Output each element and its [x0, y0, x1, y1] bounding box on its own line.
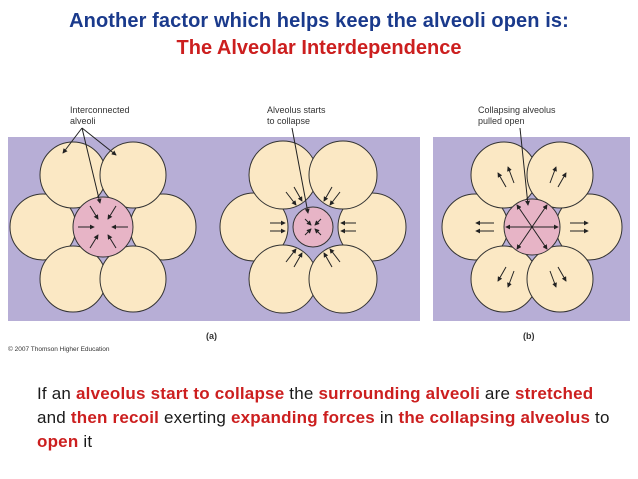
cluster-pulled-open [441, 127, 623, 313]
label-interconnected-line1: Interconnected [70, 105, 130, 115]
title-line-1: Another factor which helps keep the alve… [69, 10, 569, 32]
panel-label-a: (a) [206, 331, 217, 341]
alveolus [99, 141, 167, 209]
alveolus [308, 244, 378, 314]
caption-highlight: open [37, 432, 79, 451]
caption-highlight: alveolus start to collapse [76, 384, 285, 403]
alveolus [526, 141, 594, 209]
caption-text: in [374, 408, 399, 427]
caption-text: to [590, 408, 610, 427]
label-interconnected-line2: alveoli [70, 116, 96, 126]
caption-highlight: stretched [515, 384, 594, 403]
title-line-2: The Alveolar Interdependence [176, 37, 462, 59]
center-alveolus [72, 196, 134, 258]
alveolus [526, 245, 594, 313]
alveolus [308, 140, 378, 210]
label-starts-collapse-line2: to collapse [267, 116, 310, 126]
caption-text: it [78, 432, 93, 451]
collapsing-center-alveolus [292, 206, 334, 248]
cluster-interconnected [9, 127, 197, 313]
caption-highlight: the collapsing alveolus [398, 408, 591, 427]
explanation-caption: If an alveolus start to collapse the sur… [37, 382, 617, 454]
caption-text: If an [37, 384, 77, 403]
alveolar-interdependence-figure: Interconnected alveoli Alveolus starts t… [8, 105, 630, 353]
caption-text: and [37, 408, 71, 427]
label-pulled-open-line1: Collapsing alveolus [478, 105, 556, 115]
caption-highlight: surrounding alveoli [318, 384, 480, 403]
caption-highlight: expanding forces [231, 408, 375, 427]
label-pulled-open-line2: pulled open [478, 116, 525, 126]
alveolus [99, 245, 167, 313]
caption-text: exerting [159, 408, 231, 427]
caption-text: are [480, 384, 516, 403]
panel-label-b: (b) [523, 331, 535, 341]
cluster-collapsing [219, 127, 407, 314]
label-starts-collapse-line1: Alveolus starts [267, 105, 326, 115]
alveolus [248, 244, 318, 314]
caption-highlight: then recoil [70, 408, 160, 427]
caption-text: the [284, 384, 319, 403]
alveolus [248, 140, 318, 210]
copyright-text: © 2007 Thomson Higher Education [8, 345, 110, 353]
